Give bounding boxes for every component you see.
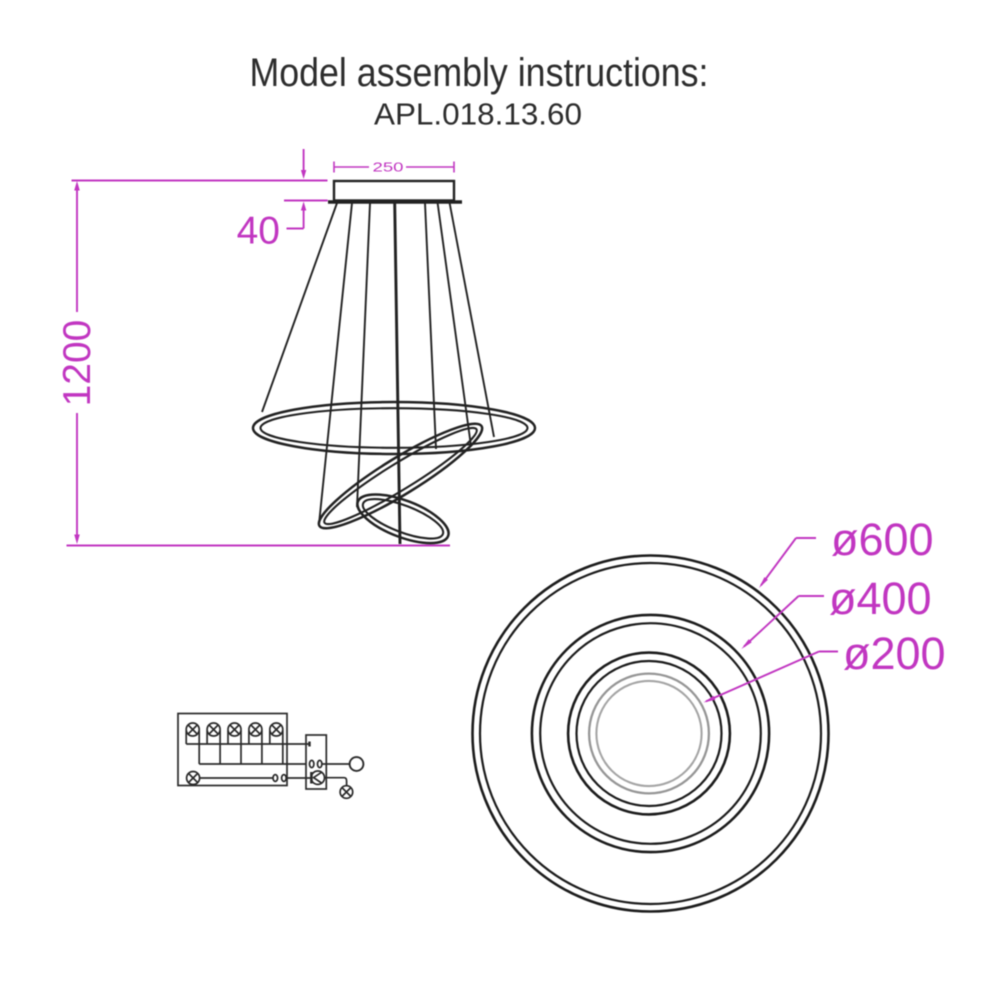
svg-text:ø200: ø200 <box>843 628 946 679</box>
svg-text:Model assembly instructions:: Model assembly instructions: <box>250 51 709 95</box>
svg-text:40: 40 <box>237 210 280 253</box>
svg-text:1200: 1200 <box>56 320 99 407</box>
svg-text:APL.018.13.60: APL.018.13.60 <box>374 98 582 132</box>
svg-text:250: 250 <box>373 160 404 174</box>
svg-text:ø400: ø400 <box>829 573 932 624</box>
svg-text:ø600: ø600 <box>831 514 934 565</box>
